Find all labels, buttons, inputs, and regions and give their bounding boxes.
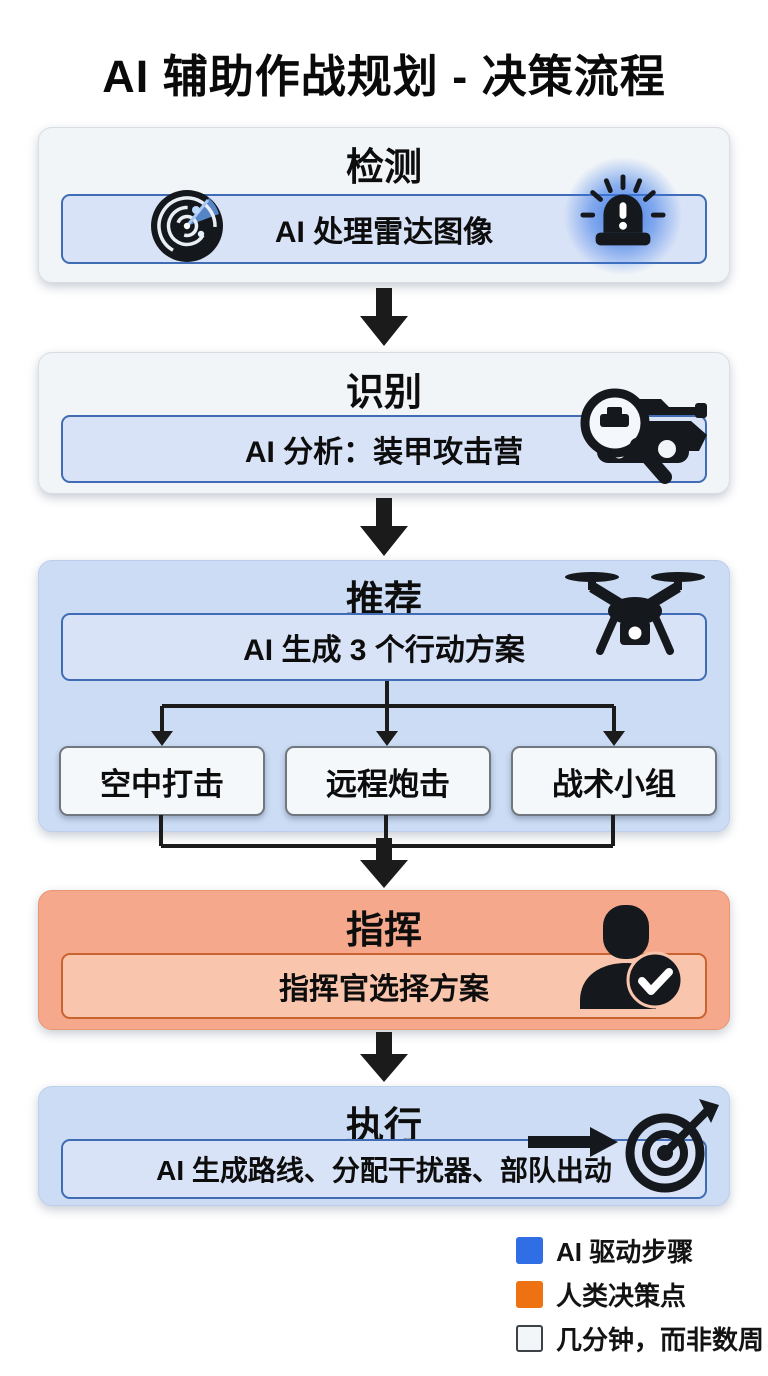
stage-identify-title: 识别 <box>345 372 422 414</box>
stage-command-detail: 指挥官选择方案 <box>279 973 489 1006</box>
legend-label-time: 几分钟，而非数周 <box>556 1324 765 1355</box>
option-artillery-label: 远程炮击 <box>326 766 450 802</box>
stage-recommend: 推荐 AI 生成 3 个行动方案 <box>38 560 730 832</box>
stage-execute-detail: AI 生成路线、分配干扰器、部队出动 <box>156 1155 612 1186</box>
option-air-strike: 空中打击 <box>59 746 265 816</box>
magnifier-tank-icon <box>567 383 719 491</box>
option-artillery: 远程炮击 <box>285 746 491 816</box>
commander-check-icon <box>576 903 686 1009</box>
flow-arrow-detect-identify <box>360 288 408 346</box>
branch-connectors <box>151 681 625 746</box>
legend-label-human: 人类决策点 <box>556 1280 687 1311</box>
stage-identify: 识别 AI 分析：装甲攻击营 <box>38 352 730 494</box>
stage-execute-detail-box: AI 生成路线、分配干扰器、部队出动 <box>61 1139 707 1199</box>
legend-swatch-ai <box>516 1236 543 1264</box>
legend-item-human: 人类决策点 <box>516 1280 764 1311</box>
stage-detect: 检测 AI 处理雷达图像 <box>38 127 730 283</box>
legend: AI 驱动步骤 人类决策点 几分钟，而非数周 <box>516 1236 764 1368</box>
stage-recommend-detail: AI 生成 3 个行动方案 <box>243 634 525 667</box>
option-tactical-team: 战术小组 <box>511 746 717 816</box>
flow-arrow-command-execute <box>360 1032 408 1082</box>
legend-swatch-time <box>516 1324 543 1352</box>
option-air-strike-label: 空中打击 <box>100 766 224 802</box>
drone-icon <box>554 567 716 659</box>
legend-item-time: 几分钟，而非数周 <box>516 1324 764 1355</box>
option-tactical-team-label: 战术小组 <box>552 766 676 802</box>
alert-siren-icon <box>563 156 683 276</box>
target-arrow-icon <box>623 1099 719 1195</box>
legend-item-ai: AI 驱动步骤 <box>516 1236 764 1267</box>
stage-recommend-detail-box: AI 生成 3 个行动方案 <box>61 613 707 681</box>
flow-arrow-recommend-command <box>360 838 408 888</box>
stage-command: 指挥 指挥官选择方案 <box>38 890 730 1030</box>
page-title: AI 辅助作战规划 - 决策流程 <box>102 51 666 102</box>
legend-swatch-human <box>516 1280 543 1308</box>
radar-icon <box>149 188 225 264</box>
stage-command-title: 指挥 <box>345 910 422 952</box>
stage-detect-title: 检测 <box>345 147 422 189</box>
stage-detect-detail: AI 处理雷达图像 <box>274 216 494 249</box>
stage-identify-detail: AI 分析：装甲攻击营 <box>244 436 524 469</box>
legend-label-ai: AI 驱动步骤 <box>556 1236 694 1267</box>
stage-execute: 执行 AI 生成路线、分配干扰器、部队出动 <box>38 1086 730 1206</box>
flow-arrow-identify-recommend <box>360 498 408 556</box>
right-arrow-icon <box>528 1127 618 1157</box>
